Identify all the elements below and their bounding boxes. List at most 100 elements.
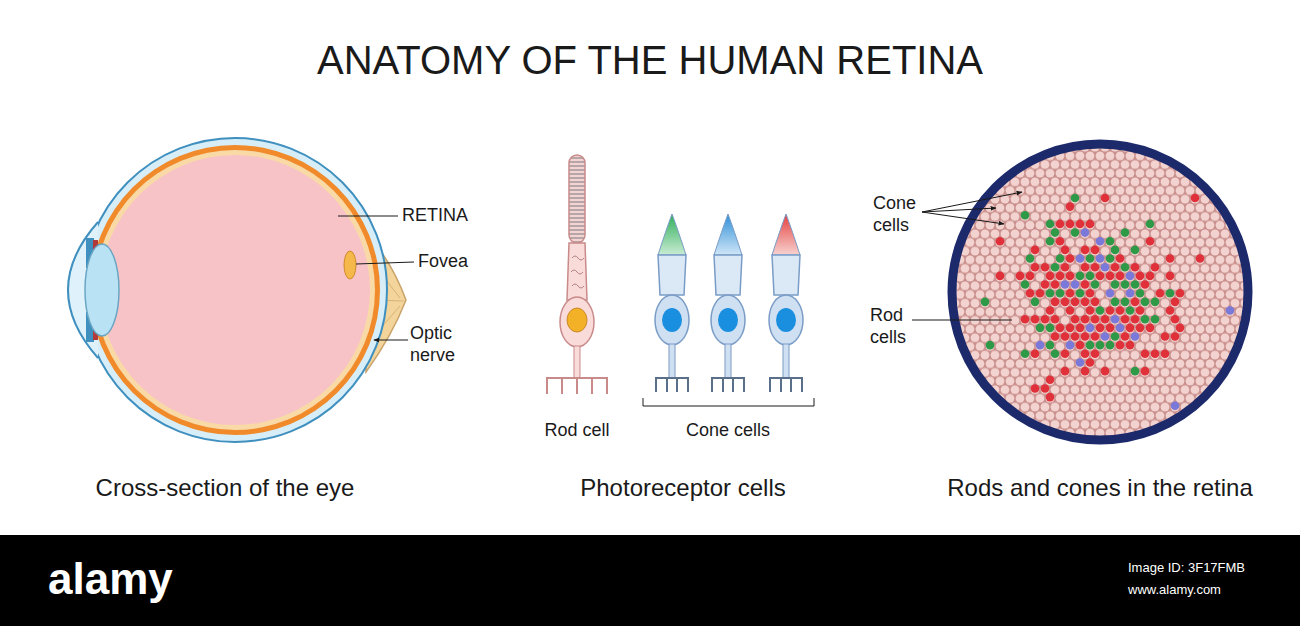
cone-dot xyxy=(1061,367,1070,376)
cone-dot xyxy=(1076,341,1085,350)
cone-dot xyxy=(1126,289,1135,298)
cone-dot xyxy=(1086,358,1095,367)
cone-dot xyxy=(996,272,1005,281)
cone-dot xyxy=(1141,350,1150,359)
cone-dot xyxy=(1066,324,1075,333)
cone-dot xyxy=(1091,246,1100,255)
cone-dot xyxy=(1041,384,1050,393)
cone-dot xyxy=(1071,315,1080,324)
cone-dot xyxy=(1131,367,1140,376)
cone-dot xyxy=(1046,393,1055,402)
cone-dot xyxy=(1136,272,1145,281)
cone-dot xyxy=(1046,272,1055,281)
cone-dot xyxy=(1061,350,1070,359)
cone-dot xyxy=(1051,315,1060,324)
cone-dot xyxy=(1071,228,1080,237)
cone-dot xyxy=(1021,211,1030,220)
cone-dot xyxy=(1196,254,1205,263)
cone-dot xyxy=(1131,246,1140,255)
cone-dot xyxy=(1076,254,1085,263)
cone-dot xyxy=(1121,298,1130,307)
part-label: Fovea xyxy=(418,251,468,273)
cone-dot xyxy=(1126,306,1135,315)
cone-dot xyxy=(1136,306,1145,315)
cone-dot xyxy=(1046,341,1055,350)
cone-dot xyxy=(1096,324,1105,333)
panel-caption: Rods and cones in the retina xyxy=(910,474,1290,503)
cone-dot xyxy=(1086,324,1095,333)
cone-dot xyxy=(1116,341,1125,350)
cone-dot xyxy=(1101,263,1110,272)
cone-dot xyxy=(1061,298,1070,307)
cone-dot xyxy=(1171,401,1180,410)
cone-dot xyxy=(1171,298,1180,307)
cone-dot xyxy=(1146,237,1155,246)
cone-dot xyxy=(1051,298,1060,307)
cone-dot xyxy=(1071,280,1080,289)
cone-dot xyxy=(1061,263,1070,272)
cone-dot xyxy=(1166,289,1175,298)
cone-dot xyxy=(1081,298,1090,307)
cone-dot xyxy=(1066,289,1075,298)
cone-dot xyxy=(1171,332,1180,341)
cone-dot xyxy=(1066,220,1075,229)
cone-dot xyxy=(1081,280,1090,289)
part-label: Optic nerve xyxy=(410,323,465,366)
cone-dot xyxy=(1076,289,1085,298)
cone-dot xyxy=(1051,263,1060,272)
cell-label: Rod cells xyxy=(870,305,920,348)
watermark: Image ID: 3F17FMB xyxy=(1128,560,1245,576)
bracket xyxy=(643,398,814,406)
cone-dot xyxy=(1041,315,1050,324)
cone-dot xyxy=(1111,246,1120,255)
cone-dot xyxy=(1111,298,1120,307)
cone-dot xyxy=(1091,332,1100,341)
cone-dot xyxy=(1226,306,1235,315)
cone-cell-illustration xyxy=(655,214,689,392)
cone-dot xyxy=(986,341,995,350)
cone-dot xyxy=(1026,254,1035,263)
cone-dot xyxy=(1056,324,1065,333)
cell-label: Cone cells xyxy=(873,193,923,236)
cone-dot xyxy=(1031,263,1040,272)
cone-dot xyxy=(1056,272,1065,281)
cone-dot xyxy=(1151,350,1160,359)
cone-dot xyxy=(1056,254,1065,263)
cone-dot xyxy=(1081,315,1090,324)
cone-dot xyxy=(1131,263,1140,272)
cone-dot xyxy=(1151,315,1160,324)
cone-dot xyxy=(1106,341,1115,350)
cone-dot xyxy=(1051,332,1060,341)
cone-dot xyxy=(1166,272,1175,281)
cone-dot xyxy=(1126,324,1135,333)
cone-dot xyxy=(1086,220,1095,229)
cone-dot xyxy=(1066,254,1075,263)
cone-dot xyxy=(1051,350,1060,359)
cone-dot xyxy=(1081,228,1090,237)
cone-dot xyxy=(1111,315,1120,324)
cone-dot xyxy=(1081,350,1090,359)
cone-dot xyxy=(1166,306,1175,315)
cone-dot xyxy=(1081,367,1090,376)
watermark-bar xyxy=(0,535,1300,626)
cone-dot xyxy=(1031,298,1040,307)
cone-dot xyxy=(1036,289,1045,298)
cone-dot xyxy=(1091,315,1100,324)
cone-dot xyxy=(1131,298,1140,307)
cone-dot xyxy=(1121,332,1130,341)
cone-dot xyxy=(1091,298,1100,307)
watermark: alamy xyxy=(48,553,173,606)
cone-dot xyxy=(1136,324,1145,333)
cone-dot xyxy=(1101,332,1110,341)
cone-dot xyxy=(996,237,1005,246)
cone-dot xyxy=(1091,350,1100,359)
cone-dot xyxy=(1106,306,1115,315)
cell-label: Rod cell xyxy=(517,420,637,442)
cone-cell-illustration xyxy=(711,214,745,392)
cone-dot xyxy=(1191,194,1200,203)
cone-dot xyxy=(1136,289,1145,298)
cone-dot xyxy=(1076,324,1085,333)
cone-dot xyxy=(1106,324,1115,333)
cone-dot xyxy=(1116,306,1125,315)
cone-dot xyxy=(1046,376,1055,385)
